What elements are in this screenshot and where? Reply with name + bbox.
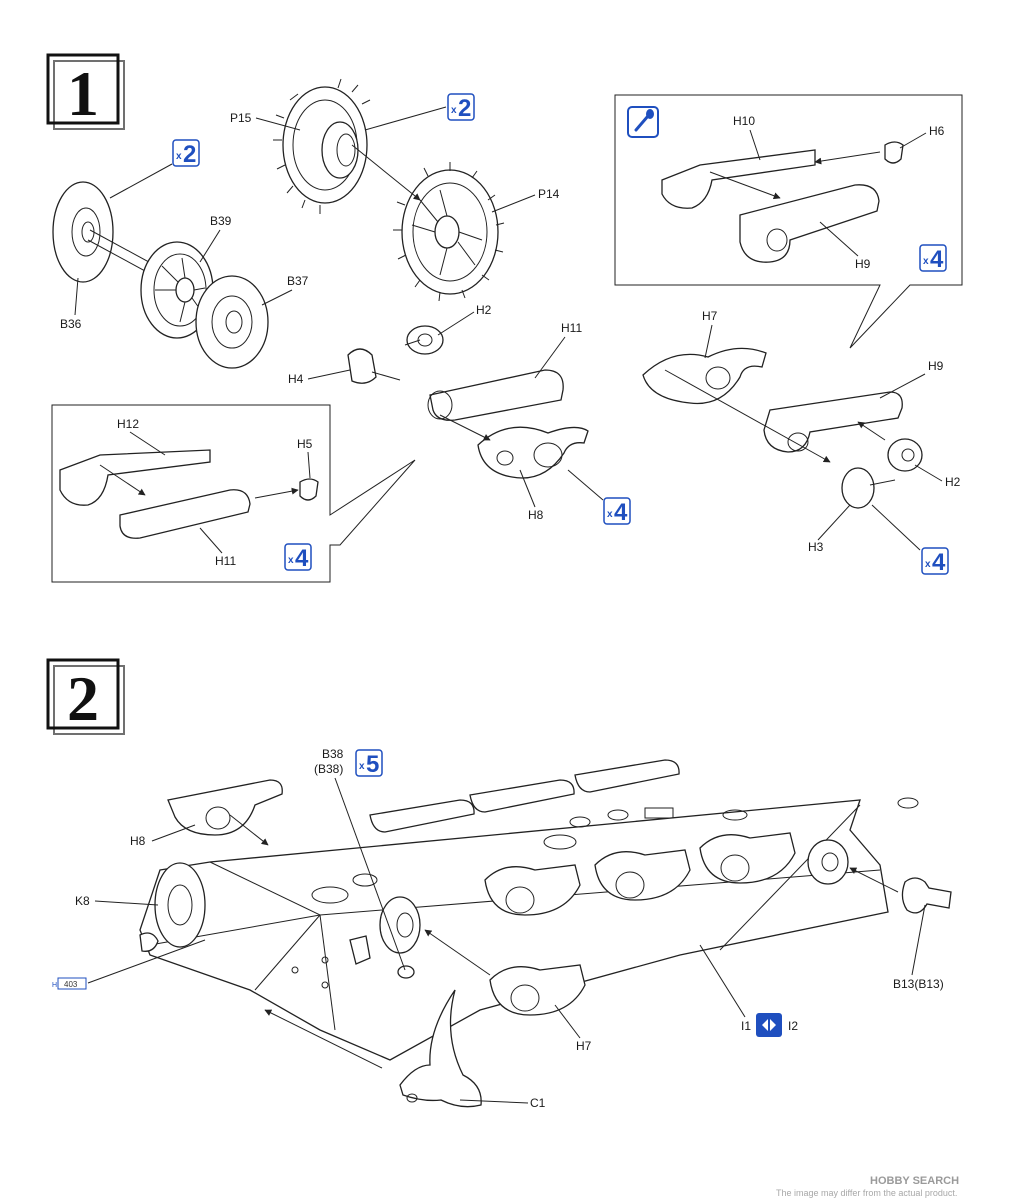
watermark-note: The image may differ from the actual pro… (776, 1188, 957, 1198)
hull-underside (139, 797, 919, 1061)
label-h8: H8 (130, 834, 146, 848)
qty-badge-detail-left: x 4 (284, 543, 312, 572)
detail-box-left (51, 404, 416, 583)
label-h3: H3 (808, 540, 824, 554)
label-h9: H9 (928, 359, 944, 373)
step-2-number-box: 2 (46, 658, 125, 735)
label-b36: B36 (60, 317, 82, 331)
step-2-labels: B38 (B38) H8 K8 B13(B13) I1 I2 H7 C1 (75, 747, 944, 1110)
final-drive-housing (349, 896, 491, 979)
svg-text:x: x (923, 256, 929, 267)
svg-text:2: 2 (458, 95, 471, 122)
label-b38-mirror: (B38) (314, 762, 343, 776)
suspension-center-group (347, 325, 589, 479)
label-i1: I1 (741, 1019, 751, 1033)
idler-k8 (139, 862, 206, 952)
label-h2: H2 (476, 303, 492, 317)
label-h2-right: H2 (945, 475, 961, 489)
label-h10: H10 (733, 114, 755, 128)
cement-brush-icon (627, 106, 659, 138)
svg-text:x: x (925, 559, 931, 570)
svg-text:4: 4 (295, 545, 309, 572)
svg-text:4: 4 (930, 246, 944, 273)
sprocket-wheel-p15 (273, 78, 371, 214)
svg-text:x: x (607, 509, 613, 520)
label-h4: H4 (288, 372, 304, 386)
svg-text:x: x (288, 555, 294, 566)
step-1-number: 1 (67, 58, 99, 129)
qty-badge-b38: x 5 (355, 749, 383, 778)
svg-text:4: 4 (614, 499, 628, 526)
label-h11-detail: H11 (215, 554, 236, 568)
label-h8: H8 (528, 508, 544, 522)
qty-badge-sprocket: x 2 (364, 93, 475, 131)
qty-badge-center-arm: x 4 (567, 469, 631, 526)
part-c1 (264, 989, 482, 1108)
qty-badge-detail-right: x 4 (919, 244, 947, 273)
axle-b39 (87, 229, 214, 339)
label-b37: B37 (287, 274, 309, 288)
suspension-right-group (642, 347, 923, 509)
reference-box-h403: H 403 (52, 939, 206, 990)
label-h11: H11 (561, 321, 582, 335)
sprocket-wheel-p14 (393, 162, 505, 302)
label-h5: H5 (297, 437, 313, 451)
svg-text:x: x (451, 105, 457, 116)
qty-badge-road-wheel: x 2 (109, 139, 200, 199)
svg-text:4: 4 (932, 549, 946, 576)
label-b39: B39 (210, 214, 232, 228)
suspension-unit-h8 (167, 779, 283, 846)
svg-text:5: 5 (366, 751, 379, 778)
label-b13: B13(B13) (893, 977, 944, 991)
svg-text:x: x (359, 761, 365, 772)
svg-text:403: 403 (64, 980, 78, 989)
watermark-brand: HOBBY SEARCH (870, 1175, 959, 1187)
mirror-arrows-icon (756, 1013, 782, 1037)
label-i2: I2 (788, 1019, 798, 1033)
svg-text:2: 2 (183, 141, 196, 168)
label-c1: C1 (530, 1096, 546, 1110)
label-b38: B38 (322, 747, 344, 761)
step-1-labels: P15 P14 B39 B37 B36 H2 H11 H4 H8 H12 H5 … (60, 111, 961, 568)
svg-text:x: x (176, 151, 182, 162)
hull-suspension-units-top (369, 759, 680, 833)
detail-box-right (614, 94, 963, 349)
hub-b13 (807, 839, 952, 914)
watermark: HOBBY SEARCH The image may differ from t… (776, 1175, 959, 1198)
step-2: 2 (46, 658, 952, 1110)
hull-suspension-units-bottom (484, 832, 796, 1016)
label-k8: K8 (75, 894, 90, 908)
road-wheel-b36 (52, 181, 114, 283)
label-h9-detail: H9 (855, 257, 871, 271)
svg-text:H: H (52, 982, 57, 989)
label-h7: H7 (576, 1039, 592, 1053)
step-1: 1 (46, 53, 963, 583)
label-h6: H6 (929, 124, 945, 138)
qty-badge-right-arm: x 4 (871, 504, 949, 576)
label-h12: H12 (117, 417, 139, 431)
step-2-number: 2 (67, 663, 99, 734)
label-p14: P14 (538, 187, 560, 201)
label-p15: P15 (230, 111, 252, 125)
label-h7: H7 (702, 309, 718, 323)
step-1-number-box: 1 (46, 53, 125, 130)
road-wheel-b37 (195, 275, 269, 369)
